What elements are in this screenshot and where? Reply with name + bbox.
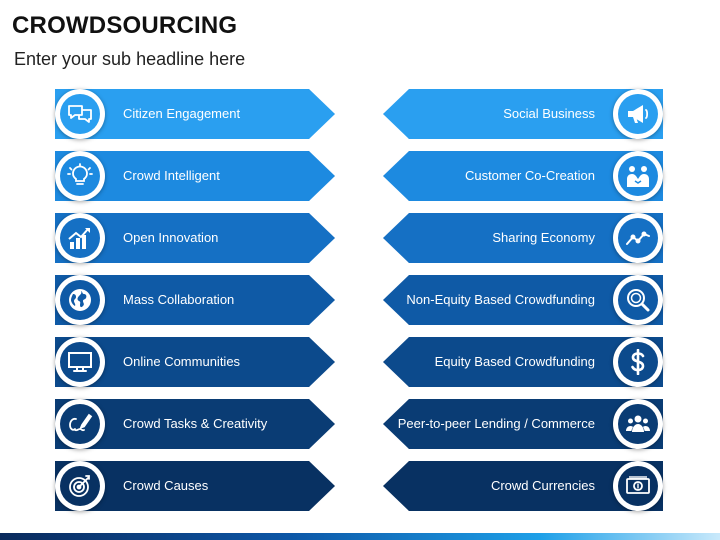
item-customer-co-creation: Customer Co-Creation xyxy=(383,151,663,201)
item-crowd-intelligent: Crowd Intelligent xyxy=(55,151,335,201)
item-label: Peer-to-peer Lending / Commerce xyxy=(397,416,595,431)
magnifier-coin-icon xyxy=(618,280,658,320)
lightbulb-icon xyxy=(60,156,100,196)
item-online-communities: Online Communities xyxy=(55,337,335,387)
pen-writing-icon xyxy=(60,404,100,444)
group-people-icon xyxy=(618,404,658,444)
item-sharing-economy: Sharing Economy xyxy=(383,213,663,263)
icon-circle xyxy=(613,151,663,201)
banknote-icon xyxy=(618,466,658,506)
item-social-business: Social Business xyxy=(383,89,663,139)
icon-circle xyxy=(55,399,105,449)
item-crowd-tasks-creativity: Crowd Tasks & Creativity xyxy=(55,399,335,449)
item-label: Crowd Tasks & Creativity xyxy=(123,416,268,431)
icon-circle xyxy=(613,337,663,387)
item-label: Open Innovation xyxy=(123,230,219,245)
item-label: Crowd Intelligent xyxy=(123,168,220,183)
monitor-icon xyxy=(60,342,100,382)
icon-circle xyxy=(55,151,105,201)
item-label: Crowd Currencies xyxy=(490,478,595,493)
item-label: Sharing Economy xyxy=(492,230,595,245)
item-label: Social Business xyxy=(503,106,595,121)
item-label: Customer Co-Creation xyxy=(464,168,595,183)
item-crowd-causes: Crowd Causes xyxy=(55,461,335,511)
page-title: CROWDSOURCING xyxy=(12,12,238,39)
icon-circle xyxy=(55,89,105,139)
icon-circle xyxy=(613,213,663,263)
item-open-innovation: Open Innovation xyxy=(55,213,335,263)
icon-circle xyxy=(613,275,663,325)
item-non-equity-based-crowdfunding: Non-Equity Based Crowdfunding xyxy=(383,275,663,325)
item-label: Equity Based Crowdfunding xyxy=(434,354,595,369)
speech-bubbles-icon xyxy=(60,94,100,134)
target-dart-icon xyxy=(60,466,100,506)
trend-line-icon xyxy=(618,218,658,258)
item-label: Citizen Engagement xyxy=(123,106,241,121)
icon-circle xyxy=(613,89,663,139)
item-mass-collaboration: Mass Collaboration xyxy=(55,275,335,325)
icon-circle xyxy=(55,461,105,511)
item-label: Online Communities xyxy=(123,354,241,369)
handshake-people-icon xyxy=(618,156,658,196)
footer-gradient-bar xyxy=(0,533,720,540)
icon-circle xyxy=(55,213,105,263)
icon-circle xyxy=(55,337,105,387)
item-equity-based-crowdfunding: Equity Based Crowdfunding xyxy=(383,337,663,387)
item-label: Non-Equity Based Crowdfunding xyxy=(406,292,595,307)
globe-icon xyxy=(60,280,100,320)
page-subtitle: Enter your sub headline here xyxy=(14,49,246,69)
item-label: Mass Collaboration xyxy=(123,292,235,307)
icon-circle xyxy=(55,275,105,325)
item-citizen-engagement: Citizen Engagement xyxy=(55,89,335,139)
icon-circle xyxy=(613,399,663,449)
item-crowd-currencies: Crowd Currencies xyxy=(383,461,663,511)
dollar-sign-icon xyxy=(618,342,658,382)
item-peer-to-peer-lending-commerce: Peer-to-peer Lending / Commerce xyxy=(383,399,663,449)
icon-circle xyxy=(613,461,663,511)
item-label: Crowd Causes xyxy=(123,478,209,493)
megaphone-icon xyxy=(618,94,658,134)
growth-chart-icon xyxy=(60,218,100,258)
